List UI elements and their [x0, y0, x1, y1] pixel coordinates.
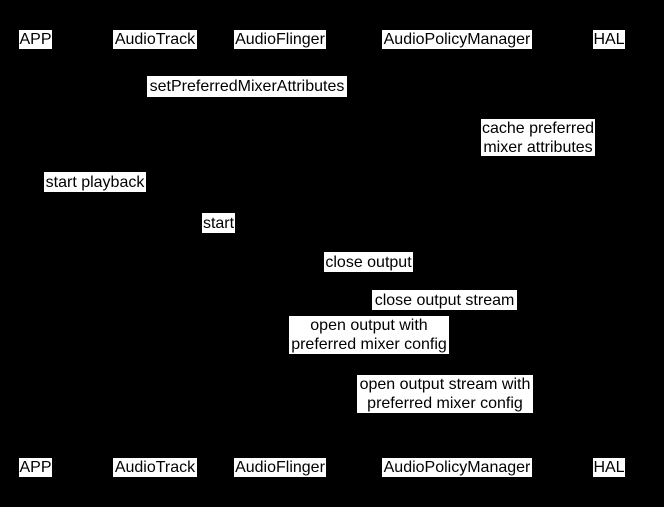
participant-top-audioflinger: AudioFlinger — [234, 30, 326, 49]
message-open-output-with-preferred-mixer-config: open output with preferred mixer config — [289, 316, 449, 354]
message-close-output-stream: close output stream — [372, 290, 517, 310]
participant-bottom-audiotrack: AudioTrack — [113, 458, 197, 477]
participant-bottom-app: APP — [19, 458, 52, 477]
participant-top-audiopolicymanager: AudioPolicyManager — [382, 30, 532, 49]
message-close-output: close output — [324, 252, 413, 272]
participant-top-hal: HAL — [593, 30, 625, 49]
participant-bottom-audioflinger: AudioFlinger — [234, 458, 326, 477]
message-open-output-stream-with-preferred-mixer-config: open output stream with preferred mixer … — [357, 375, 533, 413]
message-set-preferred-mixer-attributes: setPreferredMixerAttributes — [147, 76, 347, 97]
participant-bottom-hal: HAL — [593, 458, 625, 477]
message-start: start — [202, 213, 235, 233]
participant-top-app: APP — [19, 30, 52, 49]
participant-top-audiotrack: AudioTrack — [113, 30, 197, 49]
message-cache-preferred-mixer-attributes: cache preferred mixer attributes — [481, 119, 595, 156]
participant-bottom-audiopolicymanager: AudioPolicyManager — [382, 458, 532, 477]
message-start-playback: start playback — [44, 172, 146, 192]
